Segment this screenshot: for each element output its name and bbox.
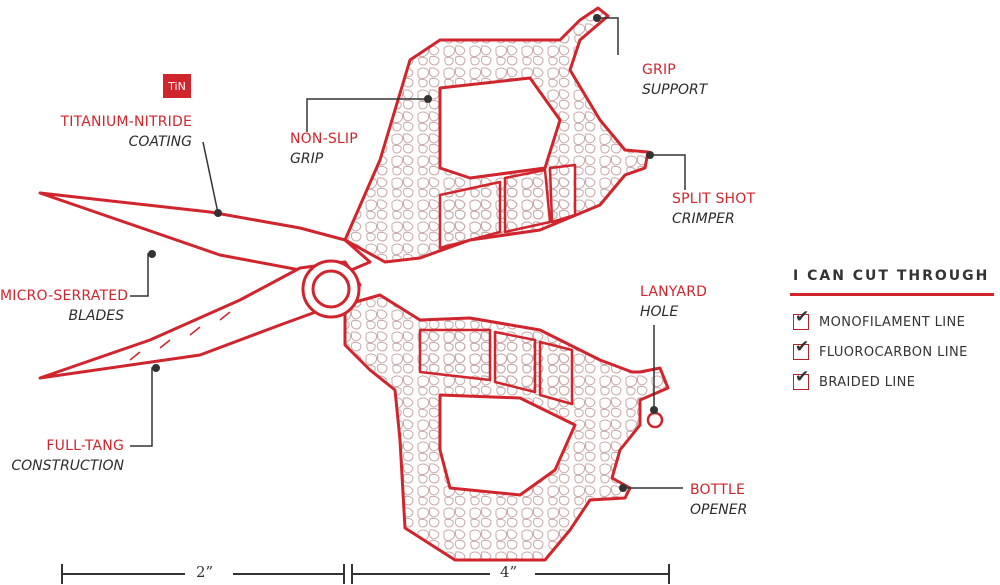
split-shot-title: SPLIT SHOT <box>672 191 756 207</box>
lanyard-subtitle: HOLE <box>640 304 679 320</box>
leader-micro-serrated <box>130 253 152 297</box>
dot-grip-support <box>593 14 601 22</box>
dot-titanium <box>214 209 222 217</box>
leader-non-slip <box>306 98 428 132</box>
checkbox-braided: ✔ <box>793 369 809 390</box>
grip-support-title: GRIP <box>642 62 676 78</box>
bottle-opener-title: BOTTLE <box>690 482 746 498</box>
titanium-nitride-title: TITANIUM-NITRIDE <box>60 114 192 130</box>
dot-bottle-opener <box>619 484 627 492</box>
lower-handle-window <box>438 393 577 497</box>
check-mark-icon: ✔ <box>795 367 810 387</box>
non-slip-subtitle: GRIP <box>290 151 324 167</box>
micro-serrated-subtitle: BLADES <box>68 308 125 324</box>
cut-item-braided: ✔ BRAIDED LINE <box>793 369 916 392</box>
checkbox-monofilament: ✔ <box>793 309 809 330</box>
titanium-nitride-subtitle: COATING <box>128 134 192 150</box>
dot-split-shot <box>646 151 654 159</box>
handle-length-label: 4” <box>500 563 518 581</box>
cut-panel-heading: I CAN CUT THROUGH <box>793 268 990 284</box>
leader-split-shot <box>648 154 686 190</box>
tin-badge-text: TiN <box>168 79 186 93</box>
pivot-inner <box>311 269 351 309</box>
dot-lanyard <box>650 406 658 414</box>
cut-item-label: BRAIDED LINE <box>819 374 916 390</box>
check-mark-icon: ✔ <box>795 307 810 327</box>
lanyard-hole <box>646 411 664 429</box>
dot-micro-serrated <box>148 250 156 258</box>
grip-support-subtitle: SUPPORT <box>642 82 708 98</box>
dot-full-tang <box>152 364 160 372</box>
micro-serrated-title: MICRO-SERRATED <box>0 288 129 304</box>
cut-item-fluorocarbon: ✔ FLUOROCARBON LINE <box>793 339 968 362</box>
tin-badge: TiN <box>163 74 191 98</box>
lanyard-title: LANYARD <box>640 284 708 300</box>
upper-handle-window <box>438 76 562 180</box>
leader-full-tang <box>130 367 156 447</box>
cut-item-monofilament: ✔ MONOFILAMENT LINE <box>793 309 966 332</box>
cut-item-label: FLUOROCARBON LINE <box>819 344 968 360</box>
leader-titanium <box>202 141 219 214</box>
cut-item-label: MONOFILAMENT LINE <box>819 314 966 330</box>
blade-serrations <box>129 311 231 361</box>
leader-lines <box>130 17 686 489</box>
checkbox-fluorocarbon: ✔ <box>793 339 809 360</box>
cut-panel-rule <box>790 293 994 296</box>
non-slip-title: NON-SLIP <box>290 131 358 147</box>
dimension-lines <box>61 564 670 584</box>
leader-dots <box>148 14 658 492</box>
full-tang-title: FULL-TANG <box>46 438 124 454</box>
check-mark-icon: ✔ <box>795 337 810 357</box>
upper-blade <box>38 191 372 276</box>
split-shot-subtitle: CRIMPER <box>672 211 735 227</box>
leader-grip-support <box>597 17 619 55</box>
blade-length-label: 2” <box>196 563 214 581</box>
full-tang-subtitle: CONSTRUCTION <box>11 458 124 474</box>
upper-grip-segments <box>438 163 577 250</box>
lower-grip-segments <box>418 328 574 406</box>
dot-non-slip <box>424 95 432 103</box>
bottle-opener-subtitle: OPENER <box>690 502 748 518</box>
